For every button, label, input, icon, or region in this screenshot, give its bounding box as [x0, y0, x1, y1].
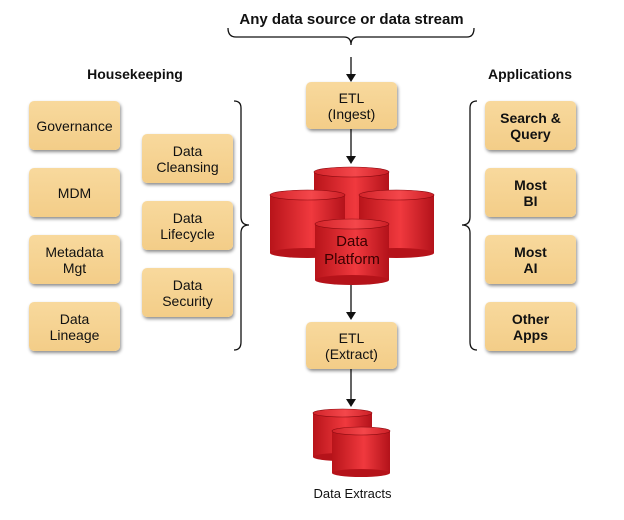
data-platform-label: Data Platform	[324, 233, 380, 268]
source-title: Any data source or data stream	[239, 11, 464, 28]
platform-cylinder-front	[314, 218, 390, 285]
housekeeping-governance: Governance	[29, 101, 120, 150]
housekeeping-brace	[233, 100, 250, 351]
arrow-source-to-ingest	[346, 57, 356, 82]
arrow-platform-to-extract	[346, 284, 356, 320]
app-most-bi: Most BI	[485, 168, 576, 217]
app-search-query: Search & Query	[485, 101, 576, 150]
housekeeping-metadata-mgt: Metadata Mgt	[29, 235, 120, 284]
extract-cylinder-front	[331, 426, 391, 477]
housekeeping-mdm: MDM	[29, 168, 120, 217]
app-most-ai: Most AI	[485, 235, 576, 284]
housekeeping-heading: Housekeeping	[87, 66, 183, 82]
arrow-ingest-to-platform	[346, 129, 356, 164]
etl-extract-box: ETL (Extract)	[306, 322, 397, 369]
housekeeping-data-lifecycle: Data Lifecycle	[142, 201, 233, 250]
applications-brace	[461, 100, 478, 351]
housekeeping-data-cleansing: Data Cleansing	[142, 134, 233, 183]
source-brace	[227, 27, 475, 46]
arrow-extract-to-extracts	[346, 369, 356, 407]
housekeeping-data-security: Data Security	[142, 268, 233, 317]
data-extracts-caption: Data Extracts	[313, 486, 392, 501]
housekeeping-data-lineage: Data Lineage	[29, 302, 120, 351]
applications-heading: Applications	[487, 66, 572, 82]
app-other-apps: Other Apps	[485, 302, 576, 351]
etl-ingest-box: ETL (Ingest)	[306, 82, 397, 129]
